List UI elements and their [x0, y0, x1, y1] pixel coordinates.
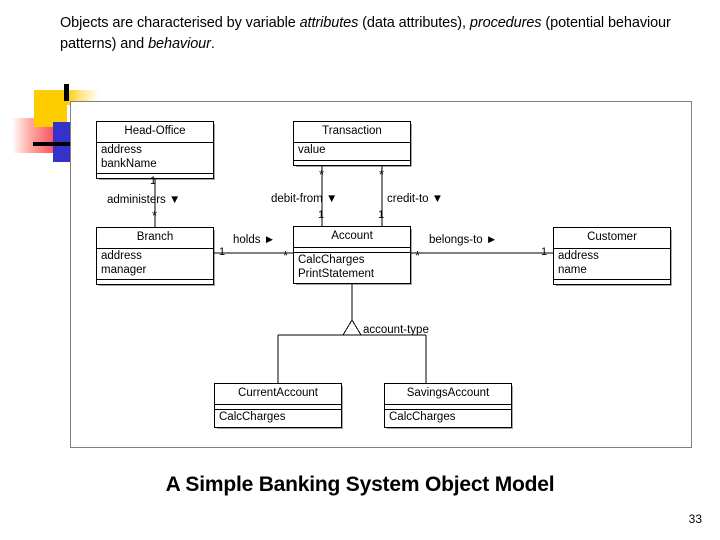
- deco-black-vertical-bar: [64, 84, 69, 101]
- class-name-account: Account: [294, 227, 410, 248]
- association-label-administers: administers ▼: [107, 194, 180, 207]
- triangle-down-icon: ▼: [431, 193, 444, 205]
- class-name-savings-account: SavingsAccount: [385, 384, 511, 405]
- class-attributes-current-account: [215, 405, 341, 410]
- class-name-branch: Branch: [97, 228, 213, 249]
- class-attributes-head-office: address bankName: [97, 143, 213, 174]
- multiplicity-debit-from-source: *: [319, 167, 325, 182]
- class-operations-branch: [97, 280, 213, 284]
- attribute-item: value: [298, 144, 326, 156]
- diagram-connectors: [154, 165, 553, 383]
- class-operations-customer: [554, 280, 670, 284]
- intro-emphasis-procedures: procedures: [469, 15, 542, 31]
- attribute-item: address: [101, 144, 142, 156]
- attribute-item: bankName: [101, 157, 157, 170]
- attribute-item: address: [558, 250, 599, 262]
- class-attributes-savings-account: [385, 405, 511, 410]
- operation-item: CalcCharges: [219, 411, 286, 423]
- class-name-customer: Customer: [554, 228, 670, 249]
- intro-text-part-2: (data attributes),: [358, 15, 466, 31]
- intro-text-part-4: .: [210, 36, 215, 52]
- uml-class-transaction[interactable]: Transaction value: [293, 121, 411, 166]
- association-label-belongs-to: belongs-to ►: [429, 234, 497, 247]
- association-label-debit-from: debit-from ▼: [271, 193, 337, 206]
- operation-item: PrintStatement: [298, 267, 375, 280]
- triangle-right-icon: ►: [263, 234, 276, 246]
- intro-emphasis-attributes: attributes: [299, 15, 359, 31]
- triangle-right-icon: ►: [485, 234, 498, 246]
- association-label-holds: holds ►: [233, 234, 275, 247]
- class-name-transaction: Transaction: [294, 122, 410, 143]
- class-operations-transaction: [294, 161, 410, 165]
- triangle-down-icon: ▼: [169, 194, 181, 206]
- association-name-credit-to: credit-to: [387, 193, 429, 205]
- decorative-corner-motif: [12, 84, 99, 176]
- attribute-item: manager: [101, 263, 147, 276]
- multiplicity-credit-to-target: 1: [378, 209, 385, 221]
- class-attributes-account: [294, 248, 410, 253]
- operation-item: CalcCharges: [298, 254, 365, 266]
- slide-caption: A Simple Banking System Object Model: [165, 473, 555, 496]
- class-attributes-transaction: value: [294, 143, 410, 161]
- uml-class-current-account[interactable]: CurrentAccount CalcCharges: [214, 383, 342, 428]
- association-name-holds: holds: [233, 234, 261, 246]
- multiplicity-credit-to-source: *: [379, 167, 385, 182]
- multiplicity-administers-source: 1: [150, 175, 157, 187]
- attribute-item: name: [558, 263, 587, 276]
- uml-class-head-office[interactable]: Head-Office address bankName: [96, 121, 214, 179]
- attribute-item: address: [101, 250, 142, 262]
- page-number: 33: [688, 512, 702, 526]
- triangle-down-icon: ▼: [325, 193, 338, 205]
- multiplicity-belongs-to-target: 1: [541, 246, 548, 258]
- multiplicity-holds-target: *: [283, 248, 289, 263]
- class-attributes-branch: address manager: [97, 249, 213, 280]
- intro-text-part-1: Objects are characterised by variable: [60, 15, 300, 31]
- intro-emphasis-behaviour: behaviour: [148, 36, 211, 52]
- diagram-frame: Head-Office address bankName Transaction…: [70, 101, 692, 448]
- uml-class-branch[interactable]: Branch address manager: [96, 227, 214, 285]
- class-operations-current-account: CalcCharges: [215, 410, 341, 427]
- class-name-current-account: CurrentAccount: [215, 384, 341, 405]
- deco-black-horizontal-bar: [33, 142, 72, 146]
- multiplicity-holds-source: 1: [219, 246, 226, 258]
- multiplicity-debit-from-target: 1: [318, 209, 325, 221]
- uml-class-savings-account[interactable]: SavingsAccount CalcCharges: [384, 383, 512, 428]
- association-name-debit-from: debit-from: [271, 193, 323, 205]
- class-attributes-customer: address name: [554, 249, 670, 280]
- class-operations-savings-account: CalcCharges: [385, 410, 511, 427]
- generalization-label-account-type: account-type: [363, 324, 429, 336]
- operation-item: CalcCharges: [389, 411, 456, 423]
- uml-class-customer[interactable]: Customer address name: [553, 227, 671, 285]
- association-name-administers: administers: [107, 194, 166, 206]
- deco-yellow-square: [34, 90, 67, 127]
- intro-paragraph: Objects are characterised by variable at…: [60, 13, 680, 55]
- class-operations-account: CalcCharges PrintStatement: [294, 253, 410, 283]
- uml-class-account[interactable]: Account CalcCharges PrintStatement: [293, 226, 411, 284]
- association-name-belongs-to: belongs-to: [429, 234, 483, 246]
- multiplicity-administers-target: *: [152, 208, 158, 223]
- association-label-credit-to: credit-to ▼: [387, 193, 443, 206]
- class-name-head-office: Head-Office: [97, 122, 213, 143]
- intro-text-part-3: (potential behaviour patterns) and: [60, 15, 671, 52]
- multiplicity-belongs-to-source: *: [415, 248, 421, 263]
